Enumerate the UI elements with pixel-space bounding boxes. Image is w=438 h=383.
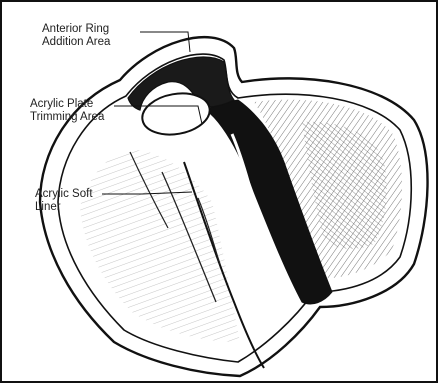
label-anterior-ring: Anterior Ring Addition Area [42,23,110,49]
label-acrylic-plate-line1: Acrylic Plate [30,98,104,111]
label-anterior-ring-line2: Addition Area [42,36,110,49]
label-anterior-ring-line1: Anterior Ring [42,23,110,36]
label-soft-liner-line1: Acrylic Soft [35,188,93,201]
label-acrylic-plate-line2: Trimming Area [30,111,104,124]
label-soft-liner: Acrylic Soft Liner [35,188,93,214]
label-acrylic-plate: Acrylic Plate Trimming Area [30,98,104,124]
label-soft-liner-line2: Liner [35,201,93,214]
